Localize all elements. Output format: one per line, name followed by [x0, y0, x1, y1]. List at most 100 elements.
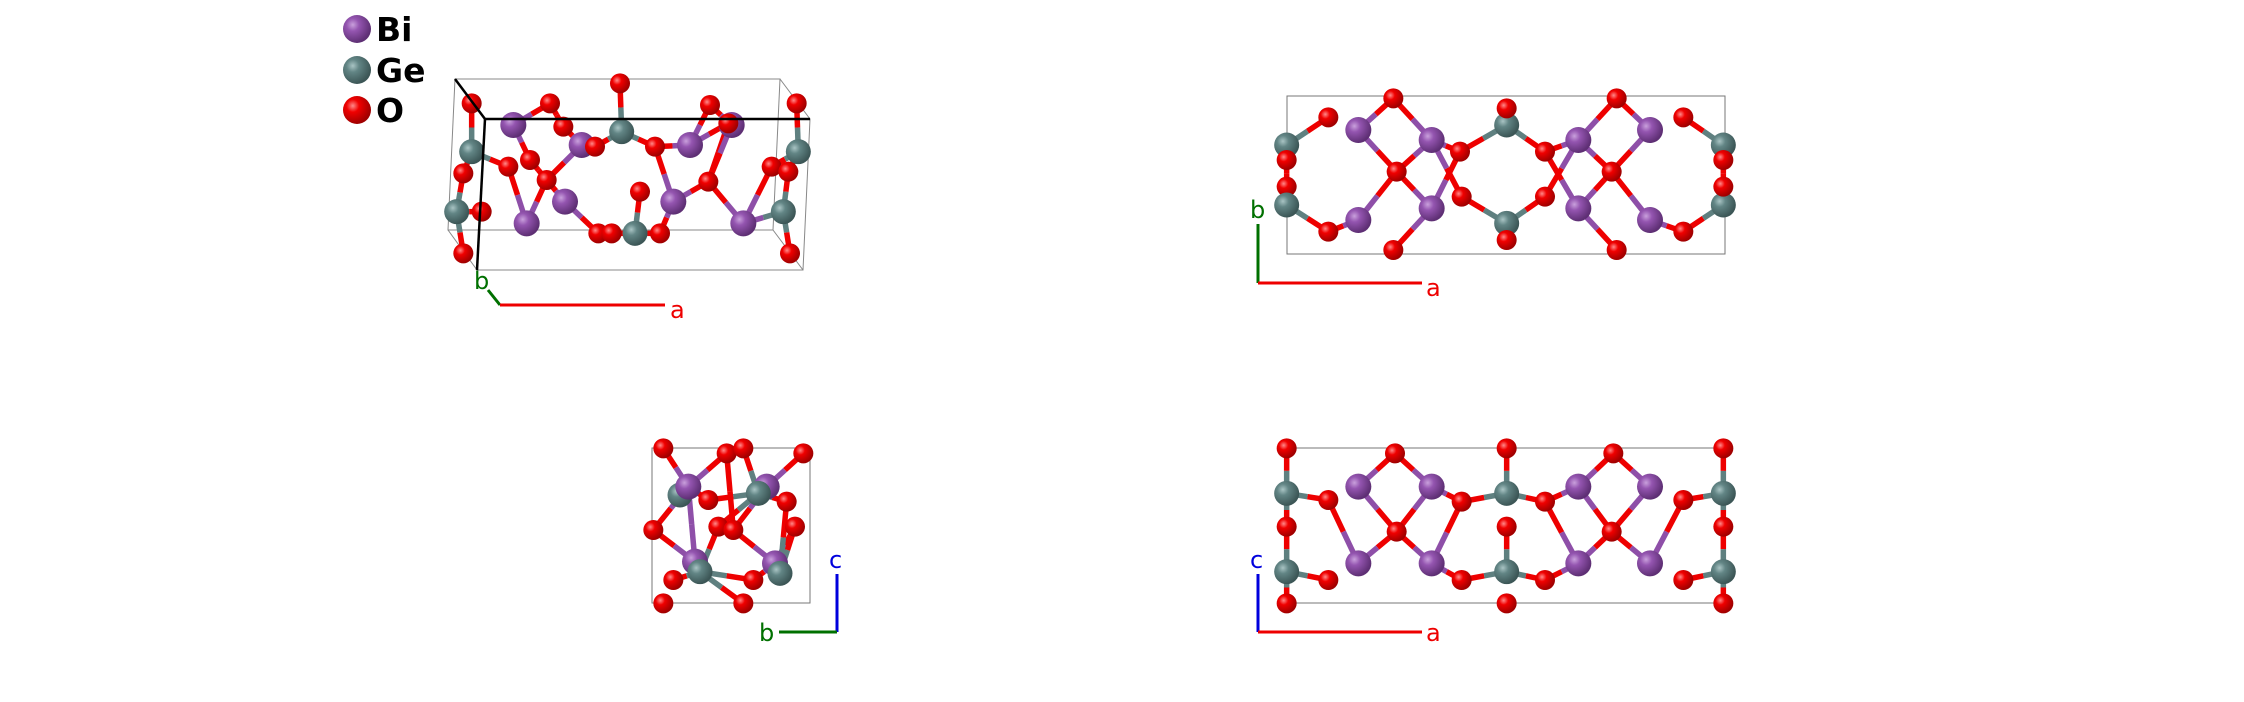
o-atom — [1535, 570, 1555, 590]
panel-ab-view: b a — [1250, 88, 1736, 302]
o-atom — [1673, 490, 1694, 510]
ge-atom-swatch-icon — [343, 56, 371, 84]
atoms — [1274, 438, 1736, 614]
o-atom — [1496, 516, 1517, 537]
o-atom — [520, 150, 540, 170]
o-atom — [716, 443, 737, 464]
axis-b-line — [486, 289, 502, 306]
o-atom — [778, 161, 799, 182]
ge-atom — [1494, 559, 1520, 585]
o-atom — [630, 181, 650, 202]
o-atom — [453, 163, 474, 184]
axis-b-label: b — [759, 619, 774, 647]
o-atom — [471, 201, 492, 222]
o-atom — [1276, 516, 1297, 537]
o-atom — [1450, 141, 1470, 162]
axis-indicator: b a — [474, 267, 685, 324]
o-atom — [733, 593, 754, 614]
o-atom — [1606, 240, 1627, 260]
ge-atom — [1274, 559, 1300, 585]
ge-atom — [1274, 132, 1300, 158]
o-atom — [1713, 438, 1734, 459]
o-atom — [1603, 443, 1624, 464]
o-atom — [645, 136, 665, 157]
bi-atom — [1637, 473, 1663, 500]
o-atom — [1318, 570, 1339, 590]
ge-atom — [745, 480, 771, 506]
o-atom — [1673, 570, 1694, 590]
o-atom — [610, 73, 630, 94]
o-atom — [1535, 186, 1555, 207]
bi-atom — [660, 188, 687, 215]
o-atom — [786, 93, 807, 114]
o-atom — [1276, 176, 1297, 197]
ge-atom — [785, 139, 811, 165]
o-atom — [1383, 240, 1404, 260]
o-atom — [1451, 570, 1472, 590]
legend: Bi Ge O — [343, 10, 425, 130]
o-atom — [1673, 221, 1694, 242]
bi-atom — [1345, 473, 1372, 500]
o-atom — [1673, 107, 1694, 128]
o-atom — [498, 156, 519, 177]
bi-atom — [677, 132, 703, 158]
o-atom — [1386, 521, 1407, 542]
o-atom — [1451, 491, 1472, 512]
ge-atom — [609, 119, 635, 145]
o-atom — [1276, 593, 1297, 614]
o-atom — [723, 520, 744, 540]
o-atom — [1496, 98, 1517, 119]
o-atom — [1535, 141, 1555, 162]
legend-item-o: O — [343, 91, 404, 130]
ge-atom — [1494, 210, 1520, 236]
o-atom — [650, 223, 670, 244]
ge-atom — [1274, 480, 1300, 506]
o-atom — [1385, 443, 1405, 464]
bi-atom — [1637, 207, 1663, 233]
o-atom — [700, 95, 720, 115]
o-atom — [1601, 521, 1622, 542]
o-atom — [1601, 161, 1622, 182]
axis-a-label: a — [670, 296, 685, 324]
bi-atom — [1345, 117, 1372, 143]
o-atom — [653, 438, 674, 459]
atoms — [1274, 88, 1736, 260]
o-atom — [1496, 230, 1517, 250]
axis-c-label: c — [1250, 546, 1263, 574]
o-atom — [785, 516, 805, 537]
bi-atom — [730, 210, 757, 237]
o-atom — [1276, 438, 1297, 459]
legend-item-ge: Ge — [343, 51, 425, 90]
o-atom — [698, 490, 719, 510]
o-atom — [1713, 593, 1734, 614]
bi-atom — [1345, 207, 1372, 233]
ge-atom — [459, 139, 485, 165]
legend-label: O — [376, 91, 404, 130]
legend-label: Bi — [376, 10, 412, 49]
bi-atom — [1565, 195, 1592, 222]
axis-b-label: b — [1250, 196, 1265, 224]
ge-atom — [687, 559, 713, 585]
o-atom — [453, 243, 474, 264]
bi-atom — [1418, 195, 1445, 222]
o-atom — [780, 243, 800, 264]
atoms — [444, 73, 811, 264]
axis-indicator: c a — [1250, 546, 1441, 647]
o-atom-swatch-icon — [343, 96, 371, 124]
legend-item-bi: Bi — [343, 10, 412, 49]
bi-atom-swatch-icon — [343, 15, 371, 43]
ge-atom — [1494, 112, 1520, 138]
bi-atom — [1418, 473, 1445, 500]
axis-a-label: a — [1426, 274, 1441, 302]
o-atom — [698, 171, 719, 192]
o-atom — [1318, 107, 1339, 128]
panel-perspective: b a — [444, 73, 811, 324]
o-atom — [1713, 176, 1734, 197]
o-atom — [585, 136, 605, 157]
ge-atom — [1710, 559, 1736, 585]
legend-label: Ge — [376, 51, 425, 90]
axis-c-label: c — [829, 546, 842, 574]
o-atom — [733, 438, 754, 459]
bi-atom — [1565, 127, 1592, 153]
ge-atom — [444, 199, 470, 225]
